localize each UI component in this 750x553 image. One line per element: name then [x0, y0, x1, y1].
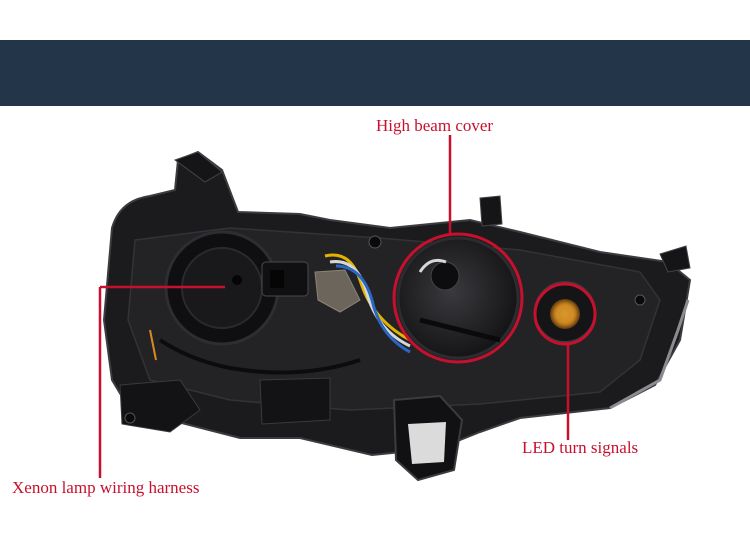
- callout-xenon: [98, 285, 225, 478]
- label-high-beam-cover: High beam cover: [376, 116, 494, 135]
- callout-led: [533, 282, 597, 440]
- headlight-housing: [102, 150, 692, 482]
- label-xenon-harness: Xenon lamp wiring harness: [12, 478, 200, 497]
- callout-high-beam: [392, 135, 524, 364]
- header-band: [0, 40, 750, 106]
- label-led-turn-signals: LED turn signals: [522, 438, 639, 457]
